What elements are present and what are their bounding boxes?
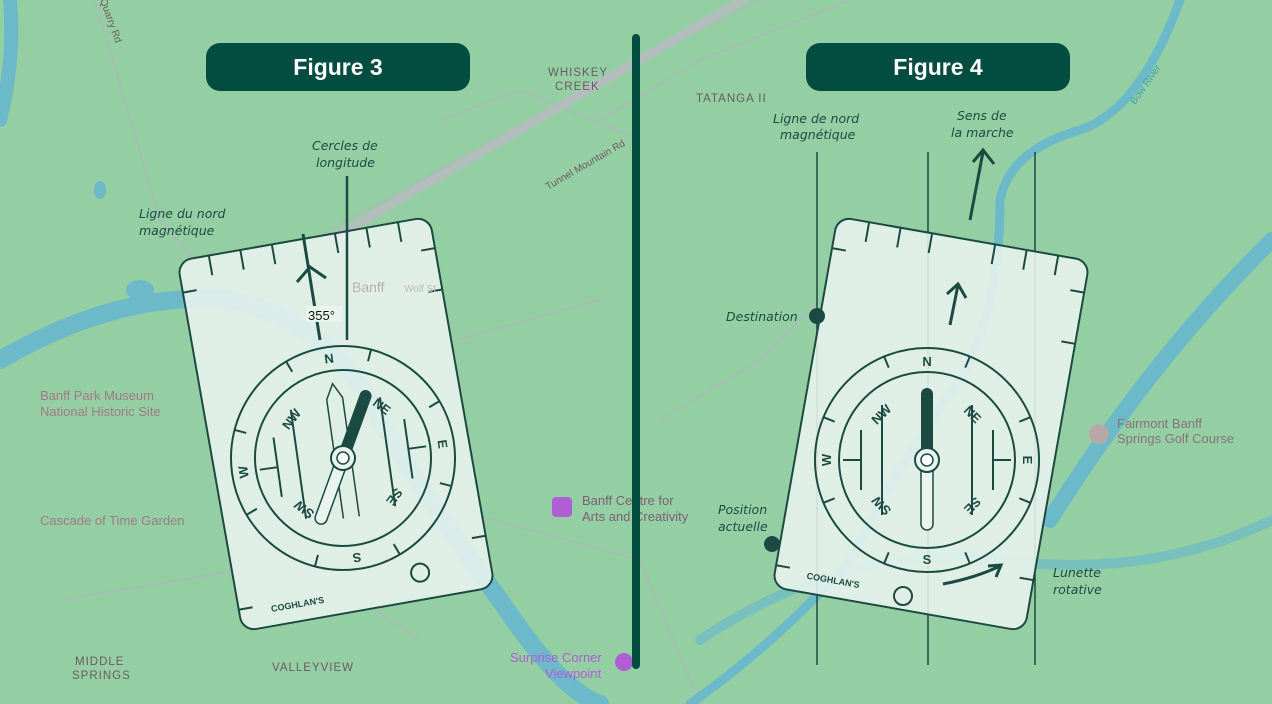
- dir-n: N: [323, 350, 334, 366]
- viewpoint-poi-icon: [615, 653, 633, 671]
- arrow-icon: [295, 265, 327, 283]
- compass-dial: N NE E SE S SW W NW: [814, 347, 1040, 573]
- dir-n: N: [922, 354, 931, 369]
- compass-needle: [314, 389, 372, 525]
- dir-e: E: [434, 439, 450, 450]
- rotate-arrow-icon: [942, 563, 1004, 586]
- lanyard-hole: [893, 586, 913, 606]
- figure-4-compass: COGHLAN'S N NE E SE S SW W NW: [718, 108, 1102, 665]
- label-direction-2: la marche: [951, 125, 1014, 140]
- map-label-banff: Banff: [352, 279, 385, 295]
- map-label-wolf-st: Wolf St: [404, 284, 436, 295]
- map-label-banff-centre: Banff Centre for: [582, 493, 674, 508]
- travel-direction-arrow-icon: [968, 147, 996, 221]
- label-north-line-2: magnétique: [780, 127, 856, 142]
- map-roads: [59, 0, 851, 704]
- label-north-line: Ligne du nord: [139, 206, 225, 221]
- destination-marker: [809, 308, 825, 324]
- label-bezel: Lunette: [1053, 565, 1101, 580]
- compass-needle: [914, 388, 940, 531]
- map-label-tunnel-mountain-rd: Tunnel Mountain Rd: [544, 138, 627, 192]
- map-label-middle-springs-2: SPRINGS: [72, 670, 131, 682]
- figure-4-title: Figure 4: [806, 43, 1070, 91]
- dir-s: S: [923, 552, 932, 567]
- map-label-museum: Banff Park Museum: [40, 388, 154, 403]
- map-label-surprise-corner-2: Viewpoint: [545, 666, 602, 681]
- highway: [327, 0, 752, 244]
- label-longitude-2: longitude: [316, 155, 375, 170]
- label-position-2: actuelle: [718, 519, 768, 534]
- direction-arrow-icon: [945, 281, 968, 326]
- position-marker: [764, 536, 780, 552]
- map-label-cascade: Cascade of Time Garden: [40, 513, 185, 528]
- figure-3-title: Figure 3: [206, 43, 470, 91]
- lanyard-hole: [410, 562, 431, 583]
- label-bezel-2: rotative: [1053, 582, 1102, 597]
- map-label-museum-2: National Historic Site: [40, 404, 161, 419]
- figure-3-compass: COGHLAN'S Banff Wolf St N NE E SE S SW W…: [139, 138, 494, 631]
- label-direction: Sens de: [957, 108, 1007, 123]
- map-label-surprise-corner: Surprise Corner: [510, 650, 602, 665]
- label-north-line-2: magnétique: [139, 223, 215, 238]
- label-destination: Destination: [726, 309, 798, 324]
- arts-poi-icon: [552, 497, 572, 517]
- map-label-middle-springs: MIDDLE: [75, 656, 124, 668]
- north-line: [301, 233, 322, 341]
- label-position: Position: [718, 502, 767, 517]
- map-label-tatanga: TATANGA II: [696, 93, 767, 105]
- map-label-valleyview: VALLEYVIEW: [272, 662, 354, 674]
- golf-poi-icon: [1089, 424, 1109, 444]
- dir-w: W: [819, 453, 834, 466]
- map-label-fairmont-2: Springs Golf Course: [1117, 431, 1234, 446]
- label-longitude: Cercles de: [312, 138, 378, 153]
- dir-w: W: [235, 464, 252, 479]
- bearing-label: 355°: [308, 308, 335, 323]
- dir-s: S: [351, 549, 362, 565]
- label-north-line: Ligne de nord: [773, 111, 859, 126]
- map-label-whiskey-creek: WHISKEY: [548, 67, 608, 79]
- map-label-fairmont: Fairmont Banff: [1117, 416, 1202, 431]
- dir-e: E: [1020, 456, 1035, 465]
- map-label-whiskey-creek-2: CREEK: [555, 81, 600, 93]
